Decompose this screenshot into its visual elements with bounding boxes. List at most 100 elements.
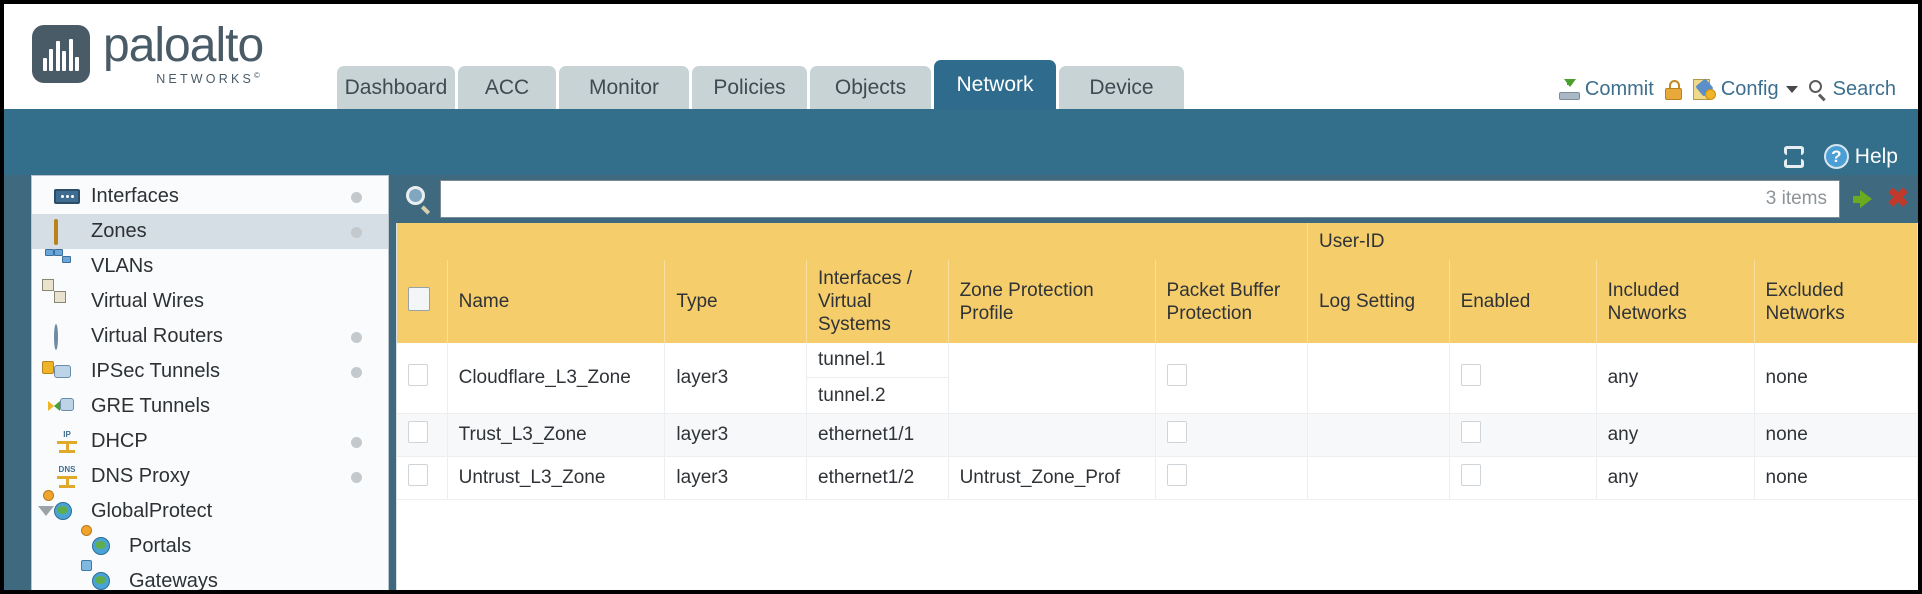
cell-excluded-networks: none — [1754, 456, 1918, 500]
sidebar-item-virtual-wires[interactable]: Virtual Wires — [32, 278, 388, 319]
band-actions: ? Help — [1782, 144, 1898, 169]
lock-button[interactable] — [1664, 79, 1682, 100]
col-header-name[interactable]: Name — [447, 260, 666, 343]
status-dot-icon — [351, 472, 362, 483]
sidebar-item-vlans[interactable]: VLANs — [32, 248, 388, 284]
virtual-routers-icon — [54, 323, 82, 350]
packet-buffer-checkbox[interactable] — [1166, 421, 1187, 443]
tab-acc[interactable]: ACC — [458, 66, 556, 109]
packet-buffer-checkbox[interactable] — [1166, 364, 1187, 386]
col-header-log-setting[interactable]: Log Setting — [1307, 260, 1450, 343]
sidebar-item-label: Portals — [129, 535, 192, 557]
search-icon[interactable] — [406, 186, 432, 215]
sidebar-item-portals[interactable]: Portals — [32, 524, 388, 564]
cell-zone-name[interactable]: Cloudflare_L3_Zone — [447, 343, 666, 414]
packet-buffer-checkbox[interactable] — [1166, 464, 1187, 486]
cell-included-networks: any — [1596, 343, 1755, 414]
sidebar-item-gateways[interactable]: Gateways — [32, 559, 388, 590]
sidebar-item-virtual-routers[interactable]: Virtual Routers — [32, 319, 388, 354]
cell-packet-buffer-protection — [1155, 456, 1308, 500]
userid-enabled-checkbox[interactable] — [1460, 421, 1481, 443]
cell-packet-buffer-protection — [1155, 343, 1308, 414]
cell-zone-name[interactable]: Trust_L3_Zone — [447, 413, 666, 457]
tab-device[interactable]: Device — [1059, 66, 1184, 109]
sidebar-item-label: IPSec Tunnels — [91, 360, 220, 382]
cell-zone-protection-profile — [948, 343, 1156, 414]
cell-zone-interfaces: tunnel.1 tunnel.2 — [806, 343, 949, 414]
userid-enabled-checkbox[interactable] — [1460, 464, 1481, 486]
brand-registered-mark: © — [254, 71, 264, 80]
brand-subtitle: NETWORKS© — [103, 71, 263, 86]
status-dot-icon — [351, 367, 362, 378]
help-button[interactable]: ? Help — [1823, 144, 1898, 169]
brand-subtitle-text: NETWORKS — [156, 72, 255, 87]
sidebar-item-label: GRE Tunnels — [91, 395, 210, 417]
table-row[interactable]: Trust_L3_Zone layer3 ethernet1/1 a — [397, 413, 1918, 457]
cell-zone-interfaces: ethernet1/1 — [806, 413, 949, 457]
tab-dashboard[interactable]: Dashboard — [337, 66, 455, 109]
dns-proxy-icon: DNS — [54, 465, 82, 488]
paloalto-logo-icon — [32, 25, 90, 84]
status-dot-icon — [351, 437, 362, 448]
filter-input[interactable]: 3 items — [440, 180, 1840, 218]
cell-zone-name[interactable]: Untrust_L3_Zone — [447, 456, 666, 500]
sidebar-item-gre-tunnels[interactable]: GRE Tunnels — [32, 389, 388, 424]
user-id-group-header: User-ID — [1307, 223, 1918, 260]
main-content: 3 items ✖ — [396, 175, 1918, 590]
sidebar-item-ipsec-tunnels[interactable]: IPSec Tunnels — [32, 354, 388, 389]
cell-zone-type: layer3 — [664, 413, 807, 457]
portals-icon — [81, 524, 120, 558]
config-label: Config — [1720, 78, 1779, 100]
zones-icon — [54, 218, 82, 245]
table-row[interactable]: Cloudflare_L3_Zone layer3 tunnel.1 tunne… — [397, 343, 1918, 414]
tab-network[interactable]: Network — [934, 60, 1056, 109]
gre-tunnels-icon — [48, 396, 82, 418]
chevron-down-icon[interactable] — [38, 506, 54, 516]
col-header-interfaces[interactable]: Interfaces / Virtual Systems — [806, 260, 949, 343]
sidebar-item-label: VLANs — [91, 255, 154, 277]
row-checkbox[interactable] — [408, 464, 428, 486]
userid-enabled-checkbox[interactable] — [1460, 364, 1481, 386]
row-checkbox[interactable] — [408, 421, 428, 443]
table-row[interactable]: Untrust_L3_Zone layer3 ethernet1/2 Untru… — [397, 456, 1918, 500]
tab-objects[interactable]: Objects — [810, 66, 931, 109]
cell-userid-enabled — [1449, 456, 1597, 500]
cell-userid-enabled — [1449, 343, 1597, 414]
tab-monitor[interactable]: Monitor — [559, 66, 689, 109]
body-container: Interfaces Zones VLANs Virtual Wires Vir… — [4, 175, 1918, 590]
row-checkbox[interactable] — [408, 364, 428, 386]
cell-userid-enabled — [1449, 413, 1597, 457]
col-header-excluded-networks[interactable]: Excluded Networks — [1754, 260, 1918, 343]
col-header-userid-enabled[interactable]: Enabled — [1449, 260, 1597, 343]
items-count-label: 3 items — [1765, 188, 1827, 209]
config-dropdown[interactable]: Config — [1692, 78, 1798, 101]
sidebar-item-globalprotect[interactable]: GlobalProtect — [32, 489, 388, 529]
sidebar-item-label: GlobalProtect — [91, 500, 213, 522]
refresh-icon[interactable] — [1782, 145, 1806, 168]
group-header-spacer — [397, 223, 1308, 260]
col-header-type[interactable]: Type — [664, 260, 807, 343]
cell-zone-protection-profile: Untrust_Zone_Prof — [948, 456, 1156, 500]
commit-button[interactable]: Commit — [1558, 78, 1654, 101]
search-button[interactable]: Search — [1808, 78, 1896, 101]
sidebar-item-zones[interactable]: Zones — [32, 214, 388, 249]
commit-label: Commit — [1584, 78, 1654, 100]
status-dot-icon — [351, 332, 362, 343]
sidebar-item-dhcp[interactable]: IP DHCP — [32, 424, 388, 459]
header-actions: Commit Config Search — [1558, 78, 1896, 101]
row-select-cell — [397, 413, 448, 457]
col-header-included-networks[interactable]: Included Networks — [1596, 260, 1755, 343]
ipsec-tunnels-icon — [42, 360, 82, 383]
cell-log-setting — [1307, 456, 1450, 500]
sidebar-item-label: DNS Proxy — [91, 465, 190, 487]
cell-zone-protection-profile — [948, 413, 1156, 457]
apply-filter-button[interactable] — [1848, 185, 1876, 213]
sidebar-item-interfaces[interactable]: Interfaces — [32, 179, 388, 214]
col-header-zone-protection-profile[interactable]: Zone Protection Profile — [948, 260, 1156, 343]
tab-policies[interactable]: Policies — [692, 66, 807, 109]
select-all-checkbox[interactable] — [408, 286, 430, 311]
clear-filter-button[interactable]: ✖ — [1886, 183, 1910, 213]
brand-name: paloalto — [103, 19, 264, 72]
sidebar-item-dns-proxy[interactable]: DNS DNS Proxy — [32, 459, 388, 494]
col-header-packet-buffer-protection[interactable]: Packet Buffer Protection — [1155, 260, 1308, 343]
